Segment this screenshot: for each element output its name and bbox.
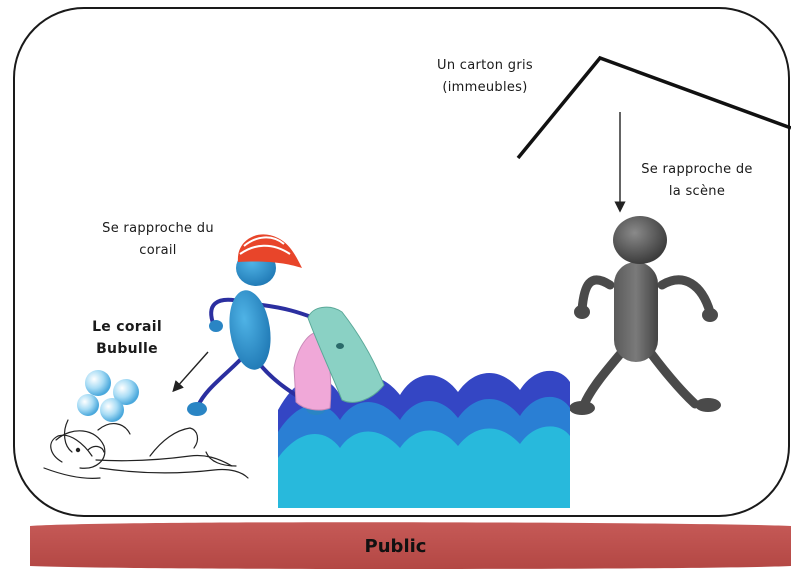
- fins-icon: [293, 306, 385, 411]
- audience-label: Public: [364, 536, 427, 557]
- label-building: Un carton gris (immeubles): [437, 58, 533, 95]
- coral-sketch-icon: [43, 419, 249, 479]
- diver-person-icon: [187, 234, 326, 416]
- water-waves-icon: [278, 370, 570, 508]
- label-person-left: Se rapproche du corail: [102, 221, 214, 258]
- cap-icon: [237, 234, 302, 268]
- arrow-diagonal-icon: [172, 351, 209, 393]
- label-person-right: Se rapproche de la scène: [641, 162, 753, 199]
- cardboard-roof: [516, 55, 791, 160]
- grey-person-icon: [569, 216, 721, 415]
- audience-band: [30, 522, 791, 569]
- bubbles-icon: [77, 370, 139, 422]
- label-coral: Le corail Bubulle: [92, 319, 162, 357]
